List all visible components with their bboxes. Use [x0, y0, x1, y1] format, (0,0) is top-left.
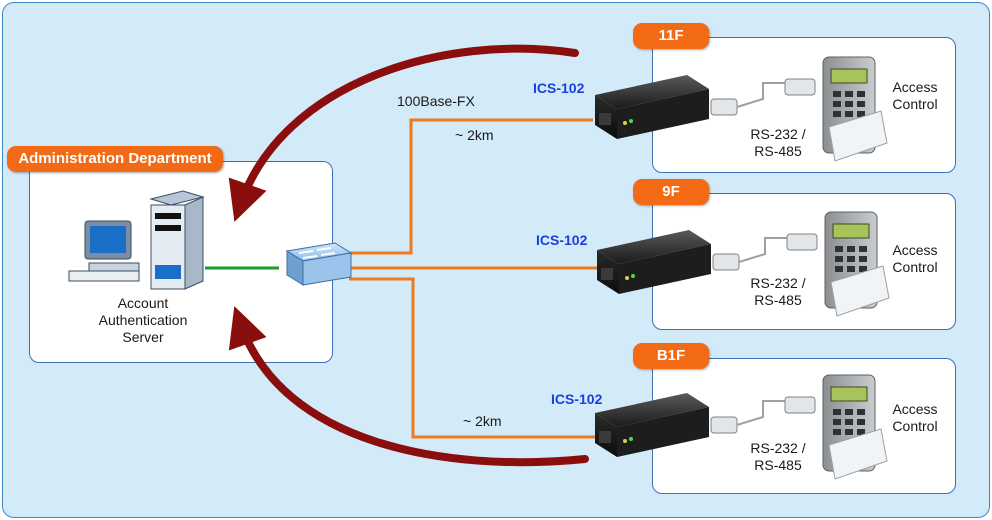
- endpoint-label-9f-line-2: Control: [892, 259, 938, 275]
- endpoint-label-b1f: Access Control: [883, 401, 947, 435]
- distance-label-bottom: ~ 2km: [463, 413, 502, 429]
- serial-label-b1f: RS-232 / RS-485: [743, 440, 813, 474]
- endpoint-label-11f: Access Control: [883, 79, 947, 113]
- device-label-9f: ICS-102: [536, 232, 588, 248]
- endpoint-label-11f-line-1: Access: [892, 79, 938, 95]
- serial-label-11f: RS-232 / RS-485: [743, 126, 813, 160]
- return-arrow-top: [228, 44, 579, 222]
- endpoint-label-9f: Access Control: [883, 242, 947, 276]
- computer-icon: [68, 220, 140, 282]
- fiber-link-11f: [349, 118, 593, 255]
- converter-row-11f: [595, 56, 888, 162]
- endpoint-label-b1f-line-2: Control: [892, 418, 938, 434]
- serial-label-b1f-line-1: RS-232 /: [750, 440, 806, 456]
- admin-department-tag: Administration Department: [7, 146, 223, 172]
- endpoint-label-11f-line-2: Control: [892, 96, 938, 112]
- serial-label-9f-line-2: RS-485: [754, 292, 802, 308]
- device-label-b1f: ICS-102: [551, 391, 603, 407]
- server-label-line-1: Account: [117, 295, 169, 311]
- distance-label-top: ~ 2km: [455, 127, 494, 143]
- serial-label-11f-line-2: RS-485: [754, 143, 802, 159]
- server-label-line-2: Authentication: [98, 312, 188, 328]
- device-label-11f: ICS-102: [533, 80, 585, 96]
- converter-row-b1f: [595, 374, 888, 480]
- link-type-label: 100Base-FX: [397, 93, 475, 109]
- floor-9f-tag: 9F: [633, 179, 709, 205]
- serial-label-9f-line-1: RS-232 /: [750, 275, 806, 291]
- floor-11f-tag: 11F: [633, 23, 709, 49]
- network-switch-icon: [285, 242, 353, 286]
- server-label-line-3: Server: [122, 329, 164, 345]
- endpoint-label-b1f-line-1: Access: [892, 401, 938, 417]
- endpoint-label-9f-line-1: Access: [892, 242, 938, 258]
- return-arrow-bottom: [228, 306, 589, 467]
- serial-label-11f-line-1: RS-232 /: [750, 126, 806, 142]
- server-icon: [149, 190, 205, 290]
- diagram-graphics: [68, 44, 890, 480]
- floor-b1f-tag: B1F: [633, 343, 709, 369]
- server-label: Account Authentication Server: [83, 295, 203, 346]
- fiber-link-b1f: [349, 277, 595, 439]
- serial-label-b1f-line-2: RS-485: [754, 457, 802, 473]
- serial-label-9f: RS-232 / RS-485: [743, 275, 813, 309]
- converter-row-9f: [597, 211, 890, 317]
